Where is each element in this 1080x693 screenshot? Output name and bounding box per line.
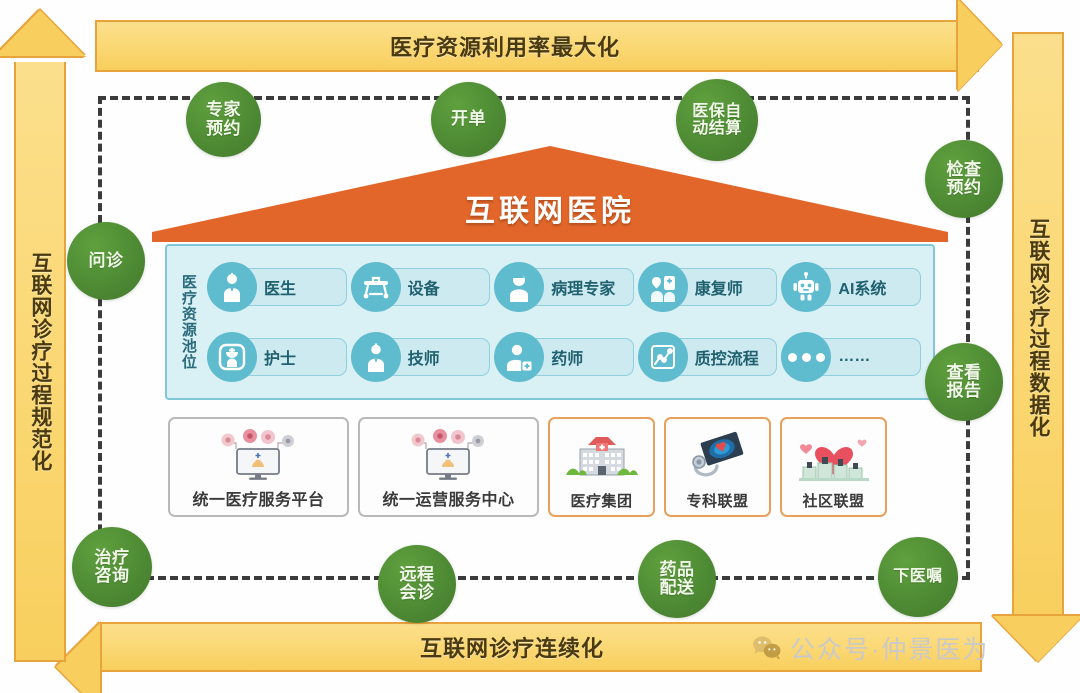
node-line: 会诊 <box>399 583 435 602</box>
top-arrow-bar <box>95 20 979 72</box>
process-loop-frame <box>98 96 970 580</box>
card-specialty-alliance[interactable]: 专科联盟 <box>664 417 771 517</box>
left-arrow-head <box>0 10 85 56</box>
node-line: 专家 <box>206 100 241 120</box>
node-line: 开单 <box>451 109 486 129</box>
node-line: 问诊 <box>88 250 124 270</box>
card-unified-medical-platform[interactable]: 统一医疗服务平台 <box>168 417 349 517</box>
platform-card-row: 统一医疗服务平台 <box>168 417 914 517</box>
card-label: 统一运营服务中心 <box>382 492 515 509</box>
nurse-icon <box>207 332 257 382</box>
stethoscope-icon <box>666 419 769 494</box>
pathologist-icon <box>494 262 545 312</box>
node-line: 动结算 <box>692 120 742 137</box>
pool-item-pathologist[interactable]: 病理专家 <box>494 254 636 320</box>
left-arrow-label: 互联网诊疗过程规范化 <box>14 62 66 662</box>
node-line: 配送 <box>659 578 695 597</box>
card-label: 社区联盟 <box>802 493 865 510</box>
right-arrow-head <box>993 616 1080 662</box>
platform-icon <box>170 419 347 493</box>
equipment-icon <box>350 262 401 312</box>
pool-label: 医疗资源池位 <box>179 274 197 370</box>
pool-item-technician[interactable]: 技师 <box>350 324 493 390</box>
left-arrow-bar <box>14 62 66 662</box>
node-line: 预约 <box>946 178 982 197</box>
card-medical-group[interactable]: 医疗集团 <box>548 417 655 517</box>
right-arrow-text: 互联网诊疗过程数据化 <box>1026 218 1050 438</box>
node-line: 医保自 <box>692 102 742 120</box>
pool-item-more[interactable]: …… <box>781 324 923 390</box>
ellipsis-dots <box>787 352 825 362</box>
top-arrow-label: 医疗资源利用率最大化 <box>389 35 620 60</box>
node-line: 咨询 <box>94 566 130 585</box>
technician-icon <box>350 332 401 382</box>
bottom-arrow-bar <box>98 622 982 672</box>
pool-item-quality-flow[interactable]: 质控流程 <box>637 324 780 390</box>
node-line: 检查 <box>946 159 982 179</box>
top-arrow-head <box>958 0 1002 91</box>
card-unified-operation-center[interactable]: 统一运营服务中心 <box>358 417 539 517</box>
card-label: 统一医疗服务平台 <box>192 492 325 509</box>
node-line: 查看 <box>946 362 982 382</box>
pool-item-equipment[interactable]: 设备 <box>350 254 493 320</box>
node-doctor-order[interactable]: 下医嘱 <box>878 537 958 617</box>
doctor-icon <box>207 262 257 312</box>
node-drug-delivery[interactable]: 药品配送 <box>638 540 716 618</box>
node-line: 报告 <box>946 381 982 400</box>
node-line: 远程 <box>399 564 435 584</box>
hospital-roof <box>152 146 948 242</box>
node-view-report[interactable]: 查看报告 <box>925 343 1003 421</box>
node-line: 药品 <box>659 559 695 579</box>
node-insurance-settlement[interactable]: 医保自动结算 <box>676 79 758 161</box>
platform-icon <box>360 419 537 493</box>
node-remote-consult[interactable]: 远程会诊 <box>378 545 456 623</box>
pool-item-rehab[interactable]: 康复师 <box>637 254 780 320</box>
card-label: 专科联盟 <box>686 493 749 510</box>
node-inquiry[interactable]: 问诊 <box>67 222 145 300</box>
node-create-order[interactable]: 开单 <box>431 82 506 157</box>
pool-item-ai[interactable]: AI系统 <box>781 254 923 320</box>
pharmacist-icon <box>494 332 545 382</box>
card-label: 医疗集团 <box>570 493 633 510</box>
node-line: 治疗 <box>94 547 130 567</box>
pool-item-doctor[interactable]: 医生 <box>207 254 349 320</box>
pool-item-pharmacist[interactable]: 药师 <box>494 324 636 390</box>
pool-item-nurse[interactable]: 护士 <box>207 324 349 390</box>
node-expert-appointment[interactable]: 专家预约 <box>186 82 261 157</box>
ellipsis-icon <box>781 332 832 382</box>
bottom-arrow-label: 互联网诊疗连续化 <box>419 636 604 661</box>
right-arrow-bar <box>1012 32 1064 624</box>
pool-grid: 医生 设备 <box>203 254 923 390</box>
community-icon <box>782 419 885 494</box>
left-arrow-text: 互联网诊疗过程规范化 <box>28 252 52 472</box>
hospital-icon <box>550 419 653 494</box>
node-exam-appointment[interactable]: 检查预约 <box>925 140 1003 218</box>
card-community-alliance[interactable]: 社区联盟 <box>780 417 887 517</box>
node-line: 预约 <box>206 118 241 138</box>
node-line: 下医嘱 <box>893 568 943 586</box>
node-treatment-consult[interactable]: 治疗咨询 <box>72 527 152 607</box>
medical-resource-pool: 医疗资源池位 医生 设备 <box>165 244 935 400</box>
quality-flow-icon <box>637 332 688 382</box>
right-arrow-label: 互联网诊疗过程数据化 <box>1012 32 1064 624</box>
robot-icon <box>781 262 832 312</box>
rehab-icon <box>637 262 688 312</box>
